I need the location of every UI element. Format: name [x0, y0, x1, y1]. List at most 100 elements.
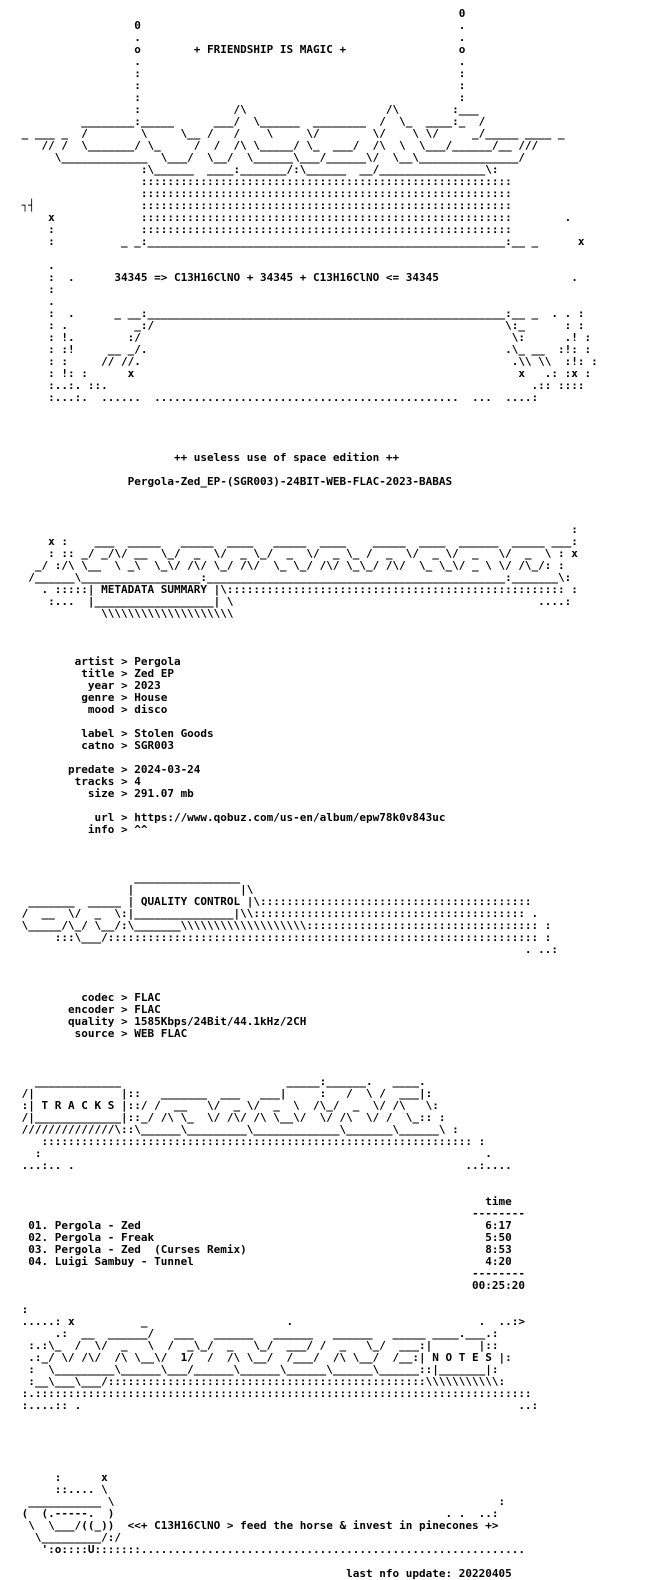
nfo-line: ':o::::U:::::::.........................…: [15, 1543, 525, 1556]
nfo-line: [15, 836, 598, 848]
nfo-line: [15, 1052, 598, 1064]
nfo-line: //////////////\::\______\_________\_____…: [15, 1123, 459, 1136]
nfo-line: [15, 956, 598, 968]
nfo-line: :: [15, 523, 578, 536]
nfo-line: /______\__________________:_____________…: [15, 571, 572, 584]
nfo-line: :..:. ::. .:: ::::: [15, 379, 585, 392]
nfo-line: predate > 2024-03-24: [15, 763, 201, 776]
nfo-line: [15, 1040, 598, 1052]
nfo-line: :....:: . ..:: [15, 1399, 539, 1412]
nfo-line: :: [15, 1303, 29, 1316]
nfo-line: 03. Pergola - Zed (Curses Remix) 8:53: [15, 1243, 512, 1256]
nfo-line: :\______ ____:_______/:\______ __/______…: [15, 163, 499, 176]
nfo-line: encoder > FLAC: [15, 1003, 161, 1016]
nfo-document: 0 0 . . . o + FRIENDSHIP IS MAGIC +: [15, 8, 598, 1580]
nfo-line: genre > House: [15, 691, 168, 704]
nfo-line: 02. Pergola - Freak 5:50: [15, 1231, 512, 1244]
nfo-line: : :: [15, 79, 466, 92]
nfo-line: : _ _:__________________________________…: [15, 235, 585, 248]
nfo-line: Pergola-Zed_EP-(SGR003)-24BIT-WEB-FLAC-2…: [15, 475, 453, 488]
nfo-line: time: [15, 1195, 512, 1208]
nfo-line: [15, 632, 598, 644]
nfo-line: ::::::::::::::::::::::::::::::::::::::::…: [15, 187, 512, 200]
nfo-line: [15, 968, 598, 980]
nfo-line: :__\___\___/::::::::::::::::::::::::::::…: [15, 1375, 506, 1388]
nfo-line: [15, 428, 598, 440]
nfo-line: : . _ __:_______________________________…: [15, 307, 585, 320]
nfo-line: [15, 248, 598, 260]
nfo-line: | |\: [15, 883, 254, 896]
nfo-line: :| T R A C K S |::/ / __ \/ _ \/ _ \ /\_…: [15, 1099, 439, 1112]
nfo-line: tracks > 4: [15, 775, 141, 788]
nfo-line: // / \_______/ \_ / / /\ \_____/ \_ ___/…: [15, 139, 539, 152]
nfo-line: quality > 1585Kbps/24Bit/44.1kHz/2CH: [15, 1015, 307, 1028]
nfo-line: /| |:: _______ ___ ___| : / \ / ___|:: [15, 1087, 433, 1100]
nfo-line: info > ^^: [15, 823, 148, 836]
nfo-line: _____________ _____:______. ____.: [15, 1075, 426, 1088]
nfo-line: url > https://www.qobuz.com/us-en/album/…: [15, 811, 446, 824]
nfo-line: [15, 1556, 598, 1568]
nfo-line: ________________: [15, 871, 241, 884]
nfo-line: --------: [15, 1207, 525, 1220]
nfo-line: :...:. ...... ..........................…: [15, 391, 539, 404]
nfo-line: [15, 500, 598, 512]
nfo-line: : /\ /\ :___: [15, 103, 479, 116]
nfo-line: .: __ ______/ ___ ______ ______ ______ _…: [15, 1327, 499, 1340]
nfo-line: [15, 1292, 598, 1304]
nfo-line: . :::::| METADATA SUMMARY |\::::::::::::…: [15, 583, 578, 596]
nfo-line: : !: : x x .: :x :: [15, 367, 592, 380]
nfo-line: artist > Pergola: [15, 655, 181, 668]
nfo-line: x : ___ _____ _____ ____ _____ ____ ____…: [15, 535, 578, 548]
nfo-line: title > Zed EP: [15, 667, 174, 680]
nfo-line: : :: _/ _/\/ __ \_/ _ \/ _ \_/ _ \/ _ \_…: [15, 547, 578, 560]
nfo-line: _/ :/\ \__ \ _\ \_\/ /\/ \_/ /\/ \_ \_/ …: [15, 559, 565, 572]
nfo-line: year > 2023: [15, 679, 161, 692]
nfo-line: :::\___/::::::::::::::::::::::::::::::::…: [15, 931, 552, 944]
nfo-line: catno > SGR003: [15, 739, 174, 752]
nfo-line: [15, 1424, 598, 1436]
nfo-line: :.:\_ / \/ _ \ / _\_/ _ \_/ ___/ / _ \_/…: [15, 1339, 499, 1352]
nfo-line: . .: [15, 31, 466, 44]
nfo-line: size > 291.07 mb: [15, 787, 194, 800]
nfo-line: ::.... \: [15, 1483, 108, 1496]
nfo-line: :... |__________________| \ ....:: [15, 595, 572, 608]
nfo-line: \_________/:/: [15, 1531, 121, 1544]
nfo-line: : . _:/ \:_ : :: [15, 319, 585, 332]
nfo-line: :: [15, 283, 55, 296]
nfo-line: codec > FLAC: [15, 991, 161, 1004]
nfo-line: : :! __ _/. .\_ __ :!: :: [15, 343, 592, 356]
nfo-line: : . 34345 => C13H16ClNO + 34345 + C13H16…: [15, 271, 578, 284]
nfo-line: : \_________\______\___/______\______\__…: [15, 1363, 499, 1376]
nfo-line: : ::::::::::::::::::::::::::::::::::::::…: [15, 223, 512, 236]
nfo-line: [15, 404, 598, 416]
nfo-line: [15, 1436, 598, 1448]
nfo-line: [15, 488, 598, 500]
nfo-line: : .: [15, 1147, 492, 1160]
nfo-line: o + FRIENDSHIP IS MAGIC + o: [15, 43, 466, 56]
nfo-line: .: [15, 295, 55, 308]
nfo-line: .:_/ \/ /\/ /\ \__\/ 1/ / /\ \__/ /___/ …: [15, 1351, 512, 1364]
nfo-line: _ ___ _ / \ \__ / / \ \/ \/ \ \/ _/_____…: [15, 127, 565, 140]
nfo-line: : !. :/ \: .! :: [15, 331, 592, 344]
nfo-line: [15, 1448, 598, 1460]
nfo-line: /|_____________|::_/ /\ \_ \/ /\/ /\ \__…: [15, 1111, 446, 1124]
nfo-line: ...:.. . ..:....: [15, 1159, 512, 1172]
nfo-line: : : // //. .\\ \\ :!: :: [15, 355, 598, 368]
nfo-line: [15, 1172, 598, 1184]
nfo-line: : :: [15, 91, 466, 104]
nfo-line: mood > disco: [15, 703, 168, 716]
nfo-line: . .: [15, 55, 466, 68]
nfo-line: \\\\\\\\\\\\\\\\\\\\: [15, 607, 234, 620]
nfo-line: [15, 620, 598, 632]
nfo-line: .....: x _ . . ..:>: [15, 1315, 525, 1328]
nfo-line: 0: [15, 7, 466, 20]
nfo-line: [15, 1412, 598, 1424]
nfo-line: 04. Luigi Sambuy - Tunnel 4:20: [15, 1255, 512, 1268]
nfo-line: \_____________ \___/ \__/ \______\___/__…: [15, 151, 525, 164]
nfo-line: .: [15, 259, 55, 272]
nfo-line: . ..:: [15, 943, 559, 956]
nfo-line: ( (.-----. ) . . ..:: [15, 1507, 499, 1520]
nfo-line: : :: [15, 67, 466, 80]
nfo-line: [15, 848, 598, 860]
nfo-line: ___________ \ :: [15, 1495, 506, 1508]
